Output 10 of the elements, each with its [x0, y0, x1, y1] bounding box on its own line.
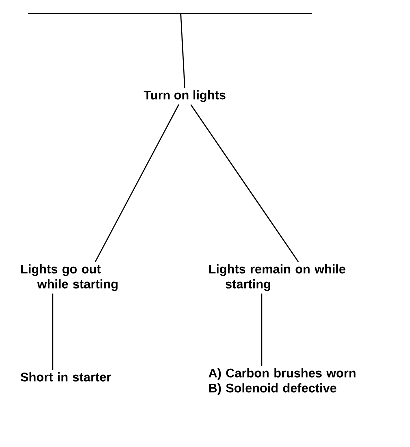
connector-line [261, 294, 263, 366]
node-text: Short in starter [20, 372, 112, 382]
node-text: A) Carbon brushes worn B) Solenoid defective [208, 368, 356, 396]
connector-line [190, 104, 299, 262]
node-text: Lights go out while starting [21, 264, 118, 292]
connector-line [52, 294, 54, 370]
connector-line [180, 14, 186, 88]
connector-line [95, 104, 180, 262]
node-text: Turn on lights [144, 90, 226, 102]
node-text: Lights remain on while starting [209, 264, 346, 292]
